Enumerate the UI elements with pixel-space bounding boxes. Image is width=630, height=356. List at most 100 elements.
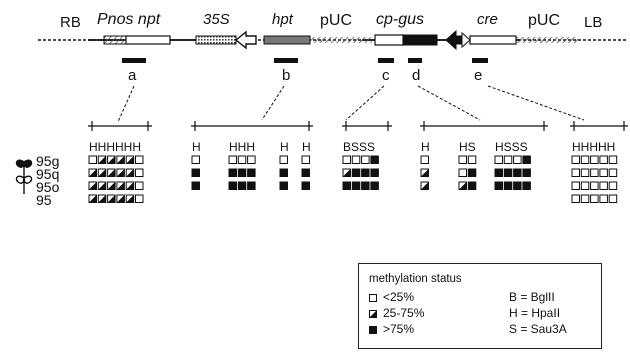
methylation-square-g1-r1-c4 <box>125 168 135 177</box>
cre-label: cre <box>477 11 498 28</box>
methylation-square-g8-r1-c1 <box>467 168 477 177</box>
methylation-square-g10-r1-c4 <box>608 168 618 177</box>
methylation-square-g9-r1-c2 <box>513 168 522 177</box>
methylation-square-g1-r2-c2 <box>107 181 116 190</box>
site-group-6: BSSS <box>343 140 376 154</box>
methylation-square-g10-r2-c4 <box>608 181 618 190</box>
methylation-square-g1-r2-c1 <box>97 181 107 190</box>
methylation-square-g1-r3-c1 <box>97 194 107 203</box>
methylation-square-g1-r1-c0 <box>88 168 97 177</box>
probe-bar-a <box>122 58 146 63</box>
methylation-square-g10-r2-c2 <box>590 181 599 190</box>
methylation-square-g5-r1-c0 <box>301 168 310 177</box>
arrow-left-1 <box>234 30 257 50</box>
site-group-1: HHHHHH <box>89 140 141 154</box>
methylation-square-g8-r2-c1 <box>467 181 477 190</box>
methylation-square-g1-r2-c4 <box>125 181 135 190</box>
puc-label-2: pUC <box>528 12 561 29</box>
methylation-square-g6-r2-c2 <box>361 181 370 190</box>
site-group-7: H <box>421 140 430 154</box>
methylation-square-g10-r2-c3 <box>599 181 608 190</box>
methylation-square-g6-r1-c0 <box>342 168 351 177</box>
methylation-square-g1-r1-c3 <box>116 168 125 177</box>
legend-title: methylation status <box>369 273 462 285</box>
methylation-square-g6-r2-c0 <box>342 181 351 190</box>
probe-label-a: a <box>128 67 137 84</box>
methylation-square-g8-r0-c1 <box>467 155 477 164</box>
methylation-square-g8-r0-c0 <box>458 155 467 164</box>
methylation-square-g7-r2-c0 <box>420 181 429 190</box>
legend-item-low: <25% <box>383 290 415 304</box>
methylation-square-g6-r2-c1 <box>351 181 361 190</box>
arrow-left-2 <box>445 29 465 51</box>
legend-swatch-mid <box>369 310 377 318</box>
row-label-95: 95 <box>36 192 52 208</box>
rb-label: RB <box>60 14 81 31</box>
methylation-square-g1-r0-c2 <box>107 155 116 164</box>
pnos-npt-label: Pnos npt <box>97 11 161 28</box>
methylation-square-g1-r0-c5 <box>135 155 144 164</box>
probe-label-c: c <box>382 67 390 84</box>
methylation-square-g3-r0-c0 <box>228 155 237 164</box>
map-scale-lines <box>88 121 628 131</box>
methylation-square-g9-r1-c0 <box>494 168 503 177</box>
legend-item-high: >75% <box>383 322 415 336</box>
puc-label-1: pUC <box>320 12 353 29</box>
methylation-square-g10-r3-c0 <box>571 194 580 203</box>
legend-enzyme-b: B = BglII <box>509 290 555 304</box>
cre-gene-box <box>469 35 517 45</box>
methylation-square-g6-r0-c2 <box>361 155 370 164</box>
site-group-8: HS <box>459 140 476 154</box>
methylation-square-g5-r2-c0 <box>301 181 310 190</box>
methylation-square-g9-r1-c3 <box>522 168 531 177</box>
methylation-square-g10-r0-c1 <box>580 155 590 164</box>
probe-bar-c <box>378 58 394 63</box>
methylation-square-g1-r3-c3 <box>116 194 125 203</box>
methylation-square-g9-r2-c3 <box>522 181 531 190</box>
pnos-promoter-box <box>103 35 127 45</box>
legend-enzyme-h: H = HpaII <box>509 306 561 320</box>
site-group-10: HHHHH <box>572 140 616 154</box>
legend-item-mid: 25-75% <box>383 306 425 320</box>
guide-d <box>417 85 481 121</box>
methylation-square-g10-r0-c2 <box>590 155 599 164</box>
methylation-square-g10-r1-c3 <box>599 168 608 177</box>
methylation-square-g1-r3-c0 <box>88 194 97 203</box>
methylation-squares <box>88 155 618 203</box>
methylation-square-g4-r1-c0 <box>279 168 288 177</box>
methylation-square-g9-r2-c1 <box>503 181 513 190</box>
methylation-square-g10-r3-c2 <box>590 194 599 203</box>
methylation-square-g10-r0-c0 <box>571 155 580 164</box>
methylation-square-g3-r0-c2 <box>247 155 256 164</box>
plant-seedling-icon <box>15 159 33 194</box>
methylation-square-g9-r1-c1 <box>503 168 513 177</box>
methylation-square-g10-r3-c1 <box>580 194 590 203</box>
puc-region-2 <box>516 37 578 43</box>
guide-a <box>117 85 135 123</box>
methylation-square-g1-r3-c4 <box>125 194 135 203</box>
methylation-square-g6-r0-c3 <box>370 155 379 164</box>
puc-region-1 <box>310 37 372 43</box>
methylation-square-g1-r1-c5 <box>135 168 144 177</box>
methylation-square-g10-r0-c4 <box>608 155 618 164</box>
methylation-square-g10-r3-c4 <box>608 194 618 203</box>
probe-bar-e <box>472 58 488 63</box>
methylation-square-g6-r0-c0 <box>342 155 351 164</box>
methylation-square-g4-r2-c0 <box>279 181 288 190</box>
methylation-square-g1-r0-c4 <box>125 155 135 164</box>
methylation-square-g2-r0-c0 <box>191 155 200 164</box>
methylation-square-g10-r1-c2 <box>590 168 599 177</box>
guide-c <box>345 85 385 121</box>
site-group-4: H <box>280 140 289 154</box>
probe-label-b: b <box>282 67 291 84</box>
site-group-5: H <box>302 140 311 154</box>
methylation-square-g9-r2-c0 <box>494 181 503 190</box>
row-label-95g: 95g <box>36 153 60 169</box>
methylation-square-g4-r0-c0 <box>279 155 288 164</box>
cp-box <box>374 34 404 46</box>
row-label-95q: 95q <box>36 166 60 182</box>
methylation-square-g1-r2-c5 <box>135 181 144 190</box>
site-group-3: HHH <box>229 140 255 154</box>
probe-label-e: e <box>474 67 483 84</box>
methylation-square-g6-r1-c2 <box>361 168 370 177</box>
